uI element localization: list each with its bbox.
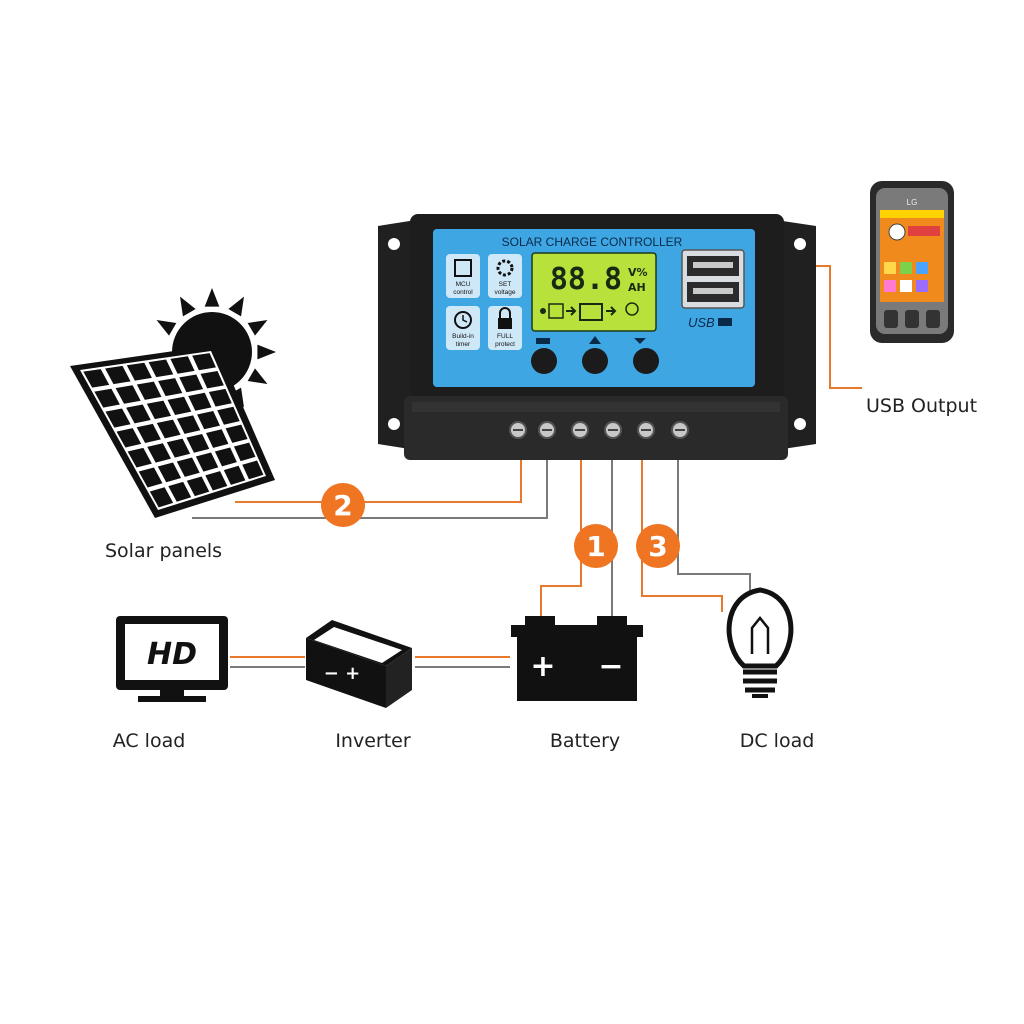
key-build-in-timer: Build-in timer — [446, 306, 480, 350]
charge-controller: SOLAR CHARGE CONTROLLER MCU control SET … — [378, 214, 816, 460]
tv-icon: HD — [116, 616, 228, 702]
menu-button[interactable] — [531, 348, 557, 374]
controller-buttons — [531, 336, 659, 374]
usb-face-label: USB — [688, 315, 715, 330]
solar-wire-gray — [192, 460, 548, 519]
dc-wire-orange — [641, 460, 723, 612]
key-mcu-line2: control — [453, 289, 473, 296]
left-mount-hole-top — [388, 238, 400, 250]
badge-2: 2 — [321, 483, 365, 527]
battery-label: Battery — [549, 730, 621, 752]
right-mount-flange — [776, 220, 816, 450]
phone-brand: LG — [907, 198, 918, 207]
key-set-line2: voltage — [495, 289, 516, 296]
battery-minus: − — [598, 649, 623, 684]
key-timer-line1: Build-in — [452, 333, 474, 340]
key-mcu-line1: MCU — [456, 281, 471, 288]
badge-1-number: 1 — [586, 530, 605, 563]
solar-panel-icon — [70, 345, 275, 518]
padlock-icon — [498, 318, 512, 329]
up-button[interactable] — [582, 348, 608, 374]
terminal-block — [404, 396, 788, 460]
lcd-digits: 88.8 — [550, 262, 622, 297]
lcd-battery-icon — [579, 303, 603, 321]
chip-icon — [454, 259, 472, 277]
usb-ports: USB — [681, 249, 745, 330]
inverter-label: Inverter — [335, 730, 411, 752]
lcd-unit-top: V% — [628, 266, 648, 279]
controller-title: SOLAR CHARGE CONTROLLER — [502, 235, 683, 249]
key-set-line1: SET — [499, 281, 512, 288]
lcd-display: 88.8 V% AH — [531, 252, 657, 332]
badge-2-number: 2 — [333, 489, 352, 522]
lcd-arrow-icon-1 — [566, 306, 577, 316]
dc-wire-gray — [677, 460, 751, 592]
light-bulb-icon — [726, 587, 794, 698]
key-timer-line2: timer — [456, 341, 471, 348]
key-full-protect: FULL protect — [488, 306, 522, 350]
key-mcu-control: MCU control — [446, 254, 480, 298]
up-arrow-icon — [589, 336, 601, 344]
badge-3-number: 3 — [648, 530, 667, 563]
right-mount-hole-top — [794, 238, 806, 250]
menu-icon — [536, 338, 550, 344]
clock-icon — [454, 311, 472, 329]
badge-1: 1 — [574, 524, 618, 568]
key-set-voltage: SET voltage — [488, 254, 522, 298]
battery-wire-orange — [540, 460, 582, 616]
inverter-icon: − + — [306, 620, 412, 708]
smartphone: LG — [870, 181, 954, 343]
terminal-screws — [509, 421, 689, 439]
tv-text: HD — [147, 637, 197, 672]
left-mount-hole-bottom — [388, 418, 400, 430]
usb-output-label: USB Output — [866, 395, 978, 417]
key-protect-line1: FULL — [497, 333, 513, 340]
gear-icon — [496, 259, 514, 277]
ac-load-label: AC load — [112, 730, 186, 752]
left-mount-flange — [378, 220, 416, 450]
battery-plus: + — [530, 649, 555, 684]
lcd-arrow-icon-2 — [606, 306, 617, 316]
lcd-bulb-icon — [625, 302, 639, 316]
phone-clock-icon — [888, 223, 906, 241]
usb-symbol-icon — [718, 318, 732, 326]
solar-panels-label: Solar panels — [105, 540, 223, 562]
dc-load-label: DC load — [739, 730, 815, 752]
battery-icon: + − — [511, 616, 643, 701]
solar-wire-orange — [235, 460, 522, 503]
lcd-sun-panel-icon — [540, 303, 564, 319]
inverter-symbols: − + — [324, 663, 360, 684]
badge-3: 3 — [636, 524, 680, 568]
mode-icon — [634, 338, 646, 344]
lcd-unit-bottom: AH — [628, 281, 646, 294]
key-protect-line2: protect — [495, 341, 515, 348]
right-mount-hole-bottom — [794, 418, 806, 430]
mode-button[interactable] — [633, 348, 659, 374]
